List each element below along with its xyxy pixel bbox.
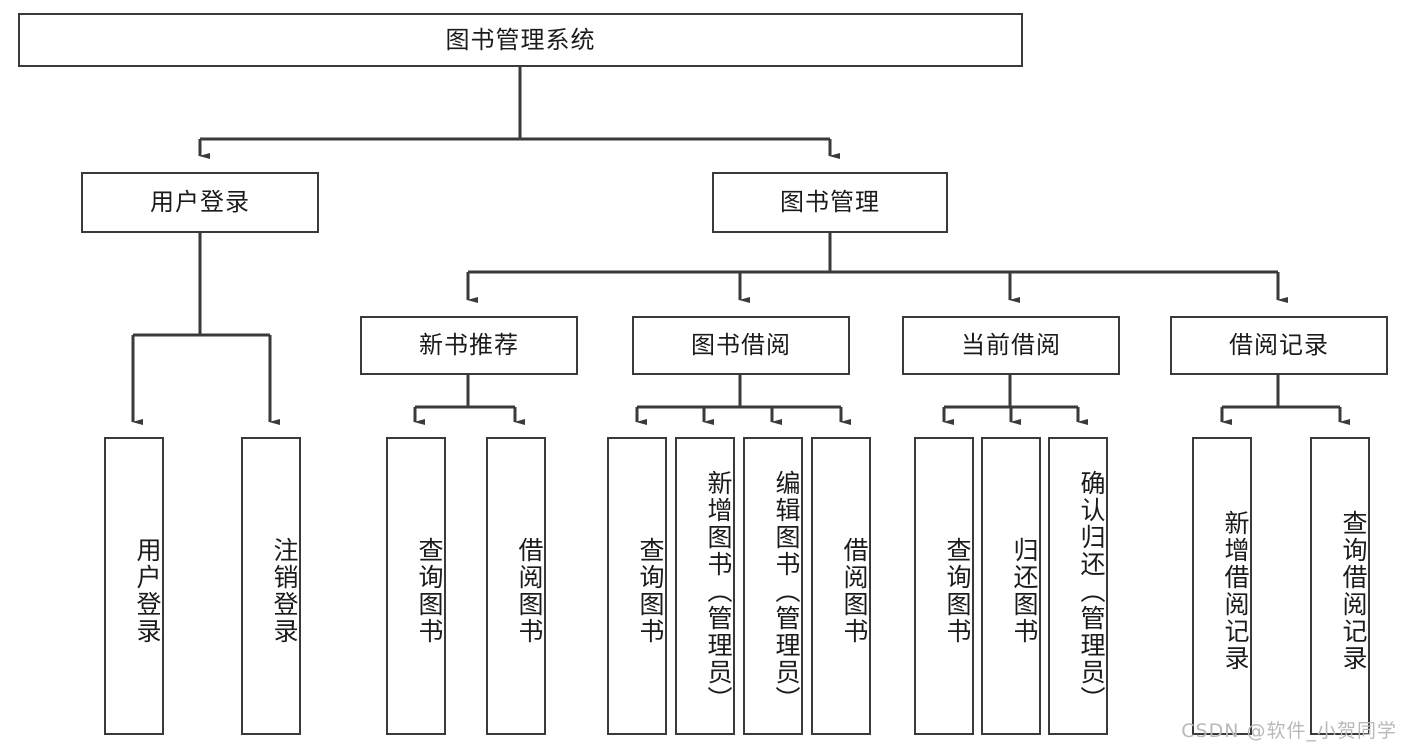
node-book-management[interactable]: 图书管理 bbox=[712, 172, 948, 233]
leaf-book-borrow-edit[interactable]: 编辑图书（管理员） bbox=[743, 437, 803, 735]
node-label: 用户登录 bbox=[133, 537, 162, 645]
node-label: 借阅图书 bbox=[840, 537, 869, 645]
node-label: 图书管理系统 bbox=[445, 25, 596, 54]
leaf-user-login-logout[interactable]: 注销登录 bbox=[241, 437, 301, 735]
node-label: 查询借阅记录 bbox=[1339, 510, 1368, 672]
node-label: 新增借阅记录 bbox=[1221, 510, 1250, 672]
node-label: 查询图书 bbox=[636, 537, 665, 645]
leaf-new-book-query[interactable]: 查询图书 bbox=[386, 437, 446, 735]
node-label: 借阅记录 bbox=[1229, 331, 1329, 360]
node-label: 确认归还（管理员） bbox=[1077, 469, 1106, 713]
node-label: 归还图书 bbox=[1010, 537, 1039, 645]
node-label: 图书借阅 bbox=[691, 331, 791, 360]
node-label: 查询图书 bbox=[415, 537, 444, 645]
node-label: 注销登录 bbox=[270, 537, 299, 645]
node-book-borrow[interactable]: 图书借阅 bbox=[632, 316, 850, 375]
node-current-borrow[interactable]: 当前借阅 bbox=[902, 316, 1120, 375]
node-label: 新增图书（管理员） bbox=[704, 469, 733, 713]
leaf-current-borrow-confirm-return[interactable]: 确认归还（管理员） bbox=[1048, 437, 1108, 735]
leaf-new-book-borrow[interactable]: 借阅图书 bbox=[486, 437, 546, 735]
node-label: 当前借阅 bbox=[961, 331, 1061, 360]
node-label: 新书推荐 bbox=[419, 331, 519, 360]
leaf-borrow-record-query[interactable]: 查询借阅记录 bbox=[1310, 437, 1370, 735]
leaf-current-borrow-return[interactable]: 归还图书 bbox=[981, 437, 1041, 735]
node-label: 图书管理 bbox=[780, 188, 880, 217]
node-label: 用户登录 bbox=[150, 188, 250, 217]
node-user-login[interactable]: 用户登录 bbox=[81, 172, 319, 233]
leaf-user-login-login[interactable]: 用户登录 bbox=[104, 437, 164, 735]
node-label: 借阅图书 bbox=[515, 537, 544, 645]
node-label: 编辑图书（管理员） bbox=[772, 469, 801, 713]
leaf-book-borrow-borrow[interactable]: 借阅图书 bbox=[811, 437, 871, 735]
node-new-book-recommend[interactable]: 新书推荐 bbox=[360, 316, 578, 375]
watermark-text: CSDN @软件_小贺同学 bbox=[1181, 720, 1397, 742]
leaf-book-borrow-add[interactable]: 新增图书（管理员） bbox=[675, 437, 735, 735]
leaf-current-borrow-query[interactable]: 查询图书 bbox=[914, 437, 974, 735]
node-root-system[interactable]: 图书管理系统 bbox=[18, 13, 1023, 67]
node-borrow-record[interactable]: 借阅记录 bbox=[1170, 316, 1388, 375]
node-label: 查询图书 bbox=[943, 537, 972, 645]
leaf-book-borrow-query[interactable]: 查询图书 bbox=[607, 437, 667, 735]
leaf-borrow-record-add[interactable]: 新增借阅记录 bbox=[1192, 437, 1252, 735]
